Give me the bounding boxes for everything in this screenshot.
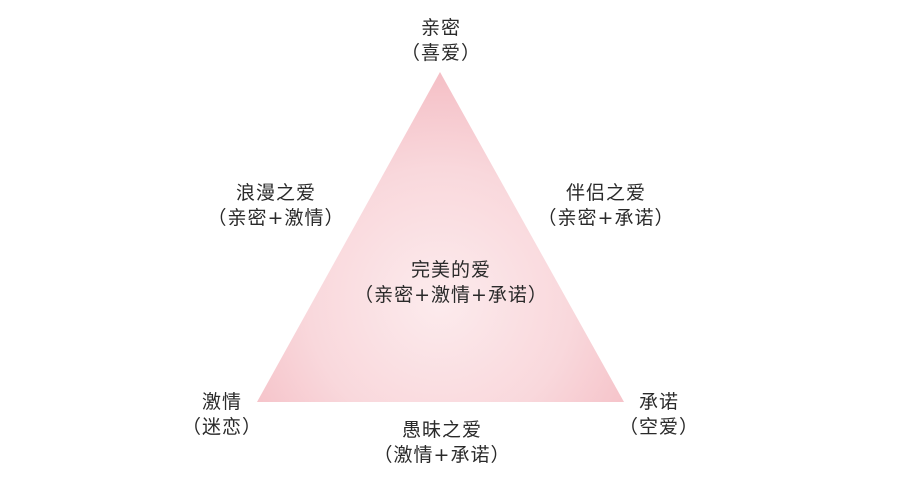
edge-companionate-love-subtitle: （亲密+承诺） (537, 207, 675, 229)
vertex-commitment-subtitle: （空爱） (618, 416, 700, 438)
edge-companionate-love-label: 伴侣之爱 （亲密+承诺） (538, 181, 675, 231)
edge-romantic-love-title: 浪漫之爱 (235, 182, 317, 204)
vertex-intimacy-subtitle: （喜爱） (400, 42, 482, 64)
center-consummate-love-label: 完美的爱 （亲密+激情+承诺） (354, 258, 548, 308)
edge-romantic-love-subtitle: （亲密+激情） (207, 207, 345, 229)
center-consummate-love-title: 完美的爱 (410, 259, 491, 281)
edge-fatuous-love-label: 愚昧之爱 （激情+承诺） (374, 418, 511, 468)
edge-romantic-love-label: 浪漫之爱 （亲密+激情） (208, 181, 345, 231)
vertex-passion-label: 激情 （迷恋） (182, 390, 262, 440)
edge-fatuous-love-title: 愚昧之爱 (401, 419, 483, 441)
edge-fatuous-love-subtitle: （激情+承诺） (373, 444, 511, 466)
center-consummate-love-subtitle: （亲密+激情+承诺） (354, 284, 548, 306)
vertex-commitment-title: 承诺 (638, 391, 680, 413)
edge-companionate-love-title: 伴侣之爱 (565, 182, 647, 204)
vertex-passion-subtitle: （迷恋） (181, 416, 263, 438)
vertex-intimacy-label: 亲密 （喜爱） (401, 16, 481, 66)
vertex-commitment-label: 承诺 （空爱） (619, 390, 699, 440)
vertex-passion-title: 激情 (201, 391, 243, 413)
vertex-intimacy-title: 亲密 (420, 17, 462, 39)
